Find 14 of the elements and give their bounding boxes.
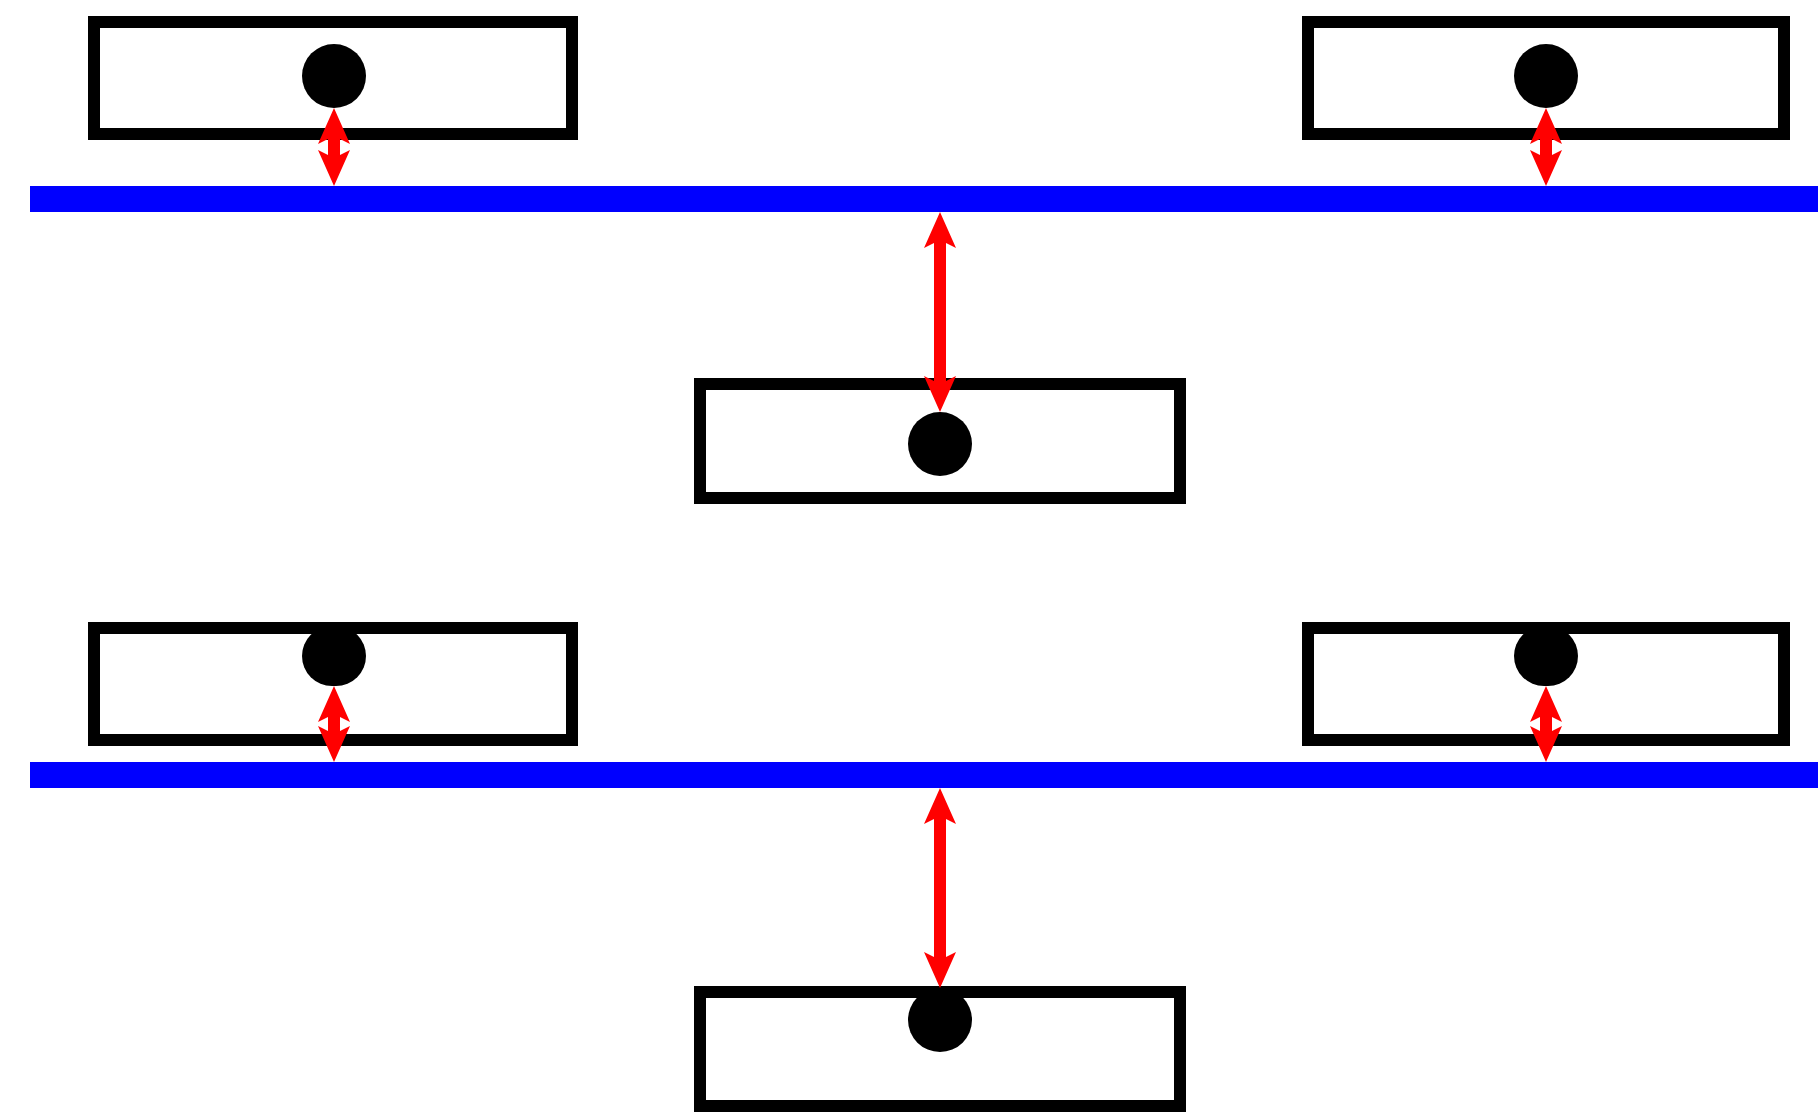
rectangle-box [88,622,578,746]
rectangle-box [1302,622,1790,746]
rectangle-box [1302,16,1790,140]
double-arrow [924,212,956,412]
double-arrow [318,108,350,186]
bus-bar [30,762,1818,788]
double-arrow [1530,108,1562,186]
double-arrow [1530,686,1562,762]
rectangle-box [694,986,1186,1112]
rectangle-box [694,378,1186,504]
bus-bar [30,186,1818,212]
rectangle-box [88,16,578,140]
double-arrow [924,788,956,988]
double-arrow [318,686,350,762]
